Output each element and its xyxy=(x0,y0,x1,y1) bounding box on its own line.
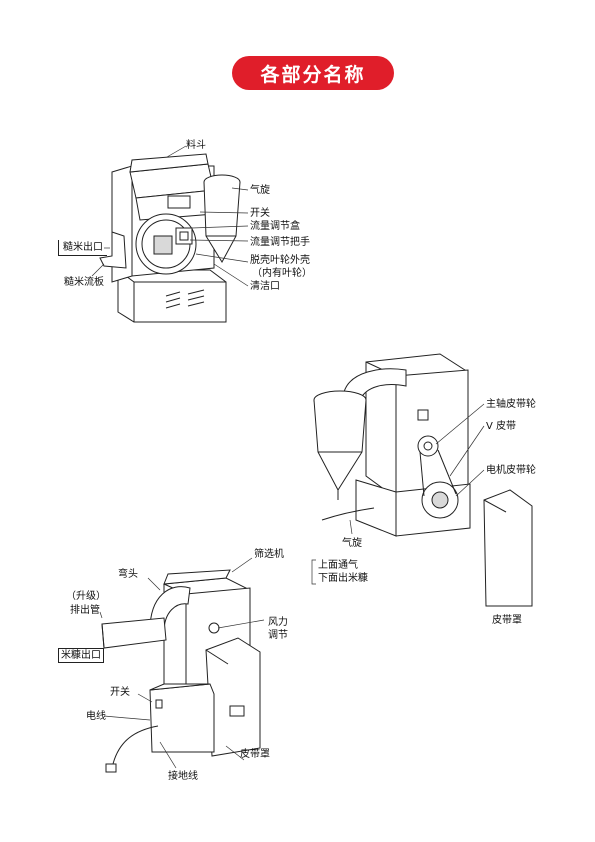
belt-cover-label-2: 皮带罩 xyxy=(492,615,522,626)
brown-rice-outlet-label: 糙米出口 xyxy=(58,240,107,256)
wire-label: 电线 xyxy=(86,711,106,722)
clean-port-label: 清洁口 xyxy=(250,281,280,292)
cyclone-label-2: 气旋 xyxy=(342,538,362,549)
cyclone-label: 气旋 xyxy=(250,185,270,196)
flow-handle-label: 流量调节把手 xyxy=(250,237,310,248)
brown-rice-plate-label: 糙米流板 xyxy=(64,277,104,288)
bran-outlet-label: 米糠出口 xyxy=(58,648,104,663)
flow-box-label: 流量调节盒 xyxy=(250,221,300,232)
upgrade-label: （升级） xyxy=(66,591,106,602)
motor-pulley-label: 电机皮带轮 xyxy=(486,465,536,476)
main-pulley-label: 主轴皮带轮 xyxy=(486,399,536,410)
wind-adjust-line1: 风力 xyxy=(268,617,288,628)
husk-shell-label: 脱壳叶轮外壳 xyxy=(250,255,310,266)
page-title: 各部分名称 xyxy=(232,56,394,90)
sieve-label: 筛选机 xyxy=(254,549,284,560)
ground-wire-label: 接地线 xyxy=(168,771,198,782)
discharge-pipe-label: 排出管 xyxy=(70,605,100,616)
switch-label-3: 开关 xyxy=(110,687,130,698)
husk-shell-note: （内有叶轮） xyxy=(252,268,312,279)
air-note-line2: 下面出米糠 xyxy=(318,573,368,584)
belt-cover-label-3: 皮带罩 xyxy=(240,749,270,760)
wind-adjust-line2: 调节 xyxy=(268,630,288,641)
switch-label: 开关 xyxy=(250,208,270,219)
air-note-line1: 上面通气 xyxy=(318,560,358,571)
hopper-label: 料斗 xyxy=(186,140,206,151)
v-belt-label: V 皮带 xyxy=(486,421,517,432)
elbow-label: 弯头 xyxy=(118,569,138,580)
